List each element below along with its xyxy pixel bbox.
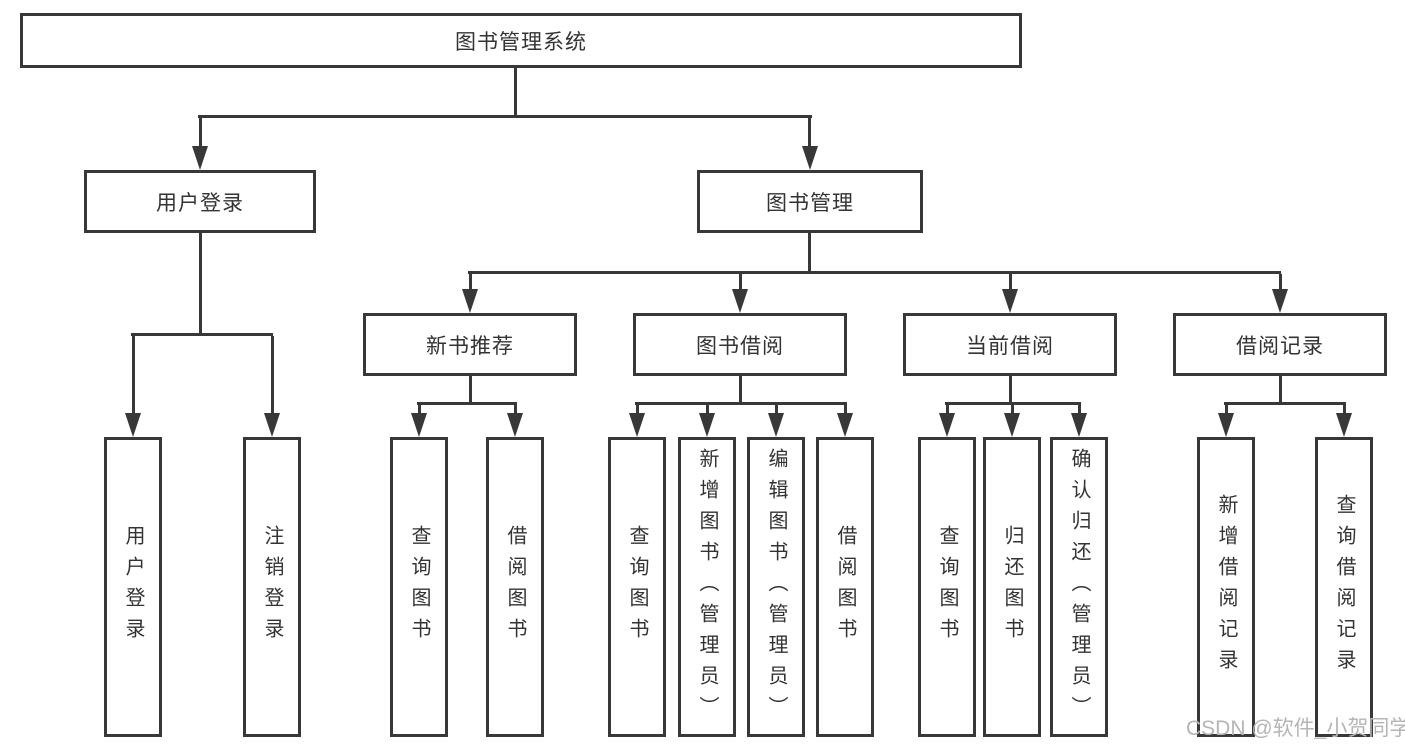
leaf-user-login: 用户登录 [104,437,162,737]
connector-stem [1279,274,1282,291]
leaf-confirm-return-admin-label: 确认归还（管理员） [1068,447,1090,727]
arrowhead-down [699,413,715,437]
node-book-management: 图书管理 [697,170,923,233]
connector-stem [1225,405,1228,415]
leaf-add-books-admin-label: 新增图书（管理员） [696,447,718,727]
leaf-logout-label: 注销登录 [261,525,283,649]
connector-user-stub [199,233,202,336]
leaf-query-books-recommend-label: 查询图书 [408,525,430,649]
node-user-login: 用户登录 [84,170,316,233]
connector-stem [514,405,517,415]
arrowhead-down [1002,289,1018,313]
node-current-borrow-label: 当前借阅 [966,334,1054,358]
connector-stub [1279,376,1282,405]
connector-stem [1078,405,1081,415]
arrowhead-down [939,413,955,437]
connector-stem [844,405,847,415]
arrowhead-down [732,289,748,313]
node-user-login-label: 用户登录 [156,191,244,215]
node-new-book-recommend: 新书推荐 [363,313,577,376]
connector-stem [1009,274,1012,291]
leaf-return-books-label: 归还图书 [1001,525,1023,649]
leaf-query-books-recommend: 查询图书 [390,437,448,737]
arrowhead-down [125,413,141,437]
connector-stem [739,274,742,291]
leaf-logout: 注销登录 [243,437,301,737]
leaf-return-books: 归还图书 [983,437,1041,737]
leaf-borrow-books-recommend: 借阅图书 [486,437,544,737]
connector-rail-borrow [635,402,847,405]
connector-stub [469,376,472,405]
leaf-edit-books-admin: 编辑图书（管理员） [747,437,805,737]
leaf-borrow-books: 借阅图书 [816,437,874,737]
arrowhead-down [802,146,818,170]
leaf-borrow-books-label: 借阅图书 [834,525,856,649]
arrowhead-down [411,413,427,437]
connector-stem [271,336,274,414]
leaf-query-borrow-record: 查询借阅记录 [1315,437,1373,737]
connector-stub [739,376,742,405]
arrowhead-down [837,413,853,437]
arrowhead-down [1071,413,1087,437]
arrowhead-down [768,413,784,437]
connector-stub [1009,376,1012,405]
arrowhead-down [1272,289,1288,313]
connector-stem [706,405,709,415]
connector-stem [132,336,135,414]
arrowhead-down [1336,413,1352,437]
arrowhead-down [1218,413,1234,437]
leaf-add-borrow-record-label: 新增借阅记录 [1215,494,1237,680]
connector-stem [418,405,421,415]
leaf-query-borrow-record-label: 查询借阅记录 [1333,494,1355,680]
connector-stem [775,405,778,415]
connector-stem [199,118,202,148]
node-new-book-recommend-label: 新书推荐 [426,334,514,358]
arrowhead-down [192,146,208,170]
connector-stem [808,118,811,148]
leaf-confirm-return-admin: 确认归还（管理员） [1050,437,1108,737]
connector-root-stub [514,68,517,118]
arrowhead-down [629,413,645,437]
leaf-add-borrow-record: 新增借阅记录 [1197,437,1255,737]
connector-stem [1343,405,1346,415]
leaf-query-books-current-label: 查询图书 [936,525,958,649]
arrowhead-down [462,289,478,313]
node-book-management-label: 图书管理 [766,191,854,215]
connector-rail-recommend [417,402,517,405]
connector-rail-records [1224,402,1346,405]
leaf-query-books-borrow-label: 查询图书 [626,525,648,649]
connector-user-rail [131,333,273,336]
leaf-query-books-borrow: 查询图书 [608,437,666,737]
node-book-borrow-label: 图书借阅 [696,334,784,358]
leaf-user-login-label: 用户登录 [122,525,144,649]
node-root-label: 图书管理系统 [455,30,587,54]
connector-stem [636,405,639,415]
leaf-borrow-books-recommend-label: 借阅图书 [504,525,526,649]
node-current-borrow: 当前借阅 [903,313,1117,376]
leaf-query-books-current: 查询图书 [918,437,976,737]
node-book-borrow: 图书借阅 [633,313,847,376]
csdn-watermark: CSDN @软件_小贺同学 [1186,717,1405,740]
connector-level1-rail [198,115,812,118]
arrowhead-down [264,413,280,437]
connector-mgmt-stub [808,233,811,274]
connector-stem [946,405,949,415]
node-root: 图书管理系统 [20,13,1022,68]
leaf-add-books-admin: 新增图书（管理员） [678,437,736,737]
arrowhead-down [507,413,523,437]
leaf-edit-books-admin-label: 编辑图书（管理员） [765,447,787,727]
arrowhead-down [1004,413,1020,437]
connector-stem [469,274,472,291]
connector-rail-current [945,402,1081,405]
node-borrow-records-label: 借阅记录 [1236,334,1324,358]
node-borrow-records: 借阅记录 [1173,313,1387,376]
connector-stem [1011,405,1014,415]
connector-level2-rail [468,271,1281,274]
